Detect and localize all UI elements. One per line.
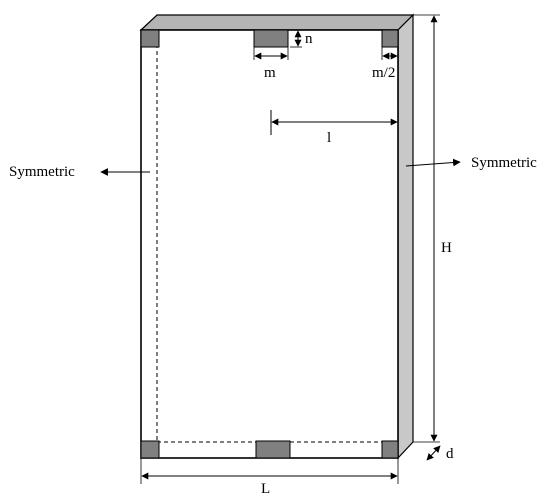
top-face xyxy=(139,14,415,31)
side-face xyxy=(397,13,414,460)
label-symmetric-right: Symmetric xyxy=(471,155,537,171)
block-bottom-left xyxy=(140,440,160,459)
label-L: L xyxy=(261,481,270,497)
label-symmetric-left: Symmetric xyxy=(9,164,75,180)
block-bottom-right xyxy=(381,440,399,459)
block-top-middle xyxy=(253,29,289,48)
label-m: m xyxy=(264,65,276,81)
dim-d-arrow xyxy=(426,445,441,461)
block-top-left xyxy=(140,29,160,48)
block-top-right xyxy=(381,29,399,48)
label-H: H xyxy=(441,240,452,256)
symmetric-right-arrow xyxy=(405,158,461,167)
front-face xyxy=(140,29,399,459)
label-n: n xyxy=(305,31,313,47)
block-bottom-middle xyxy=(255,440,291,459)
label-l: l xyxy=(327,130,331,146)
label-m-half: m/2 xyxy=(372,65,395,81)
label-d: d xyxy=(446,446,454,462)
